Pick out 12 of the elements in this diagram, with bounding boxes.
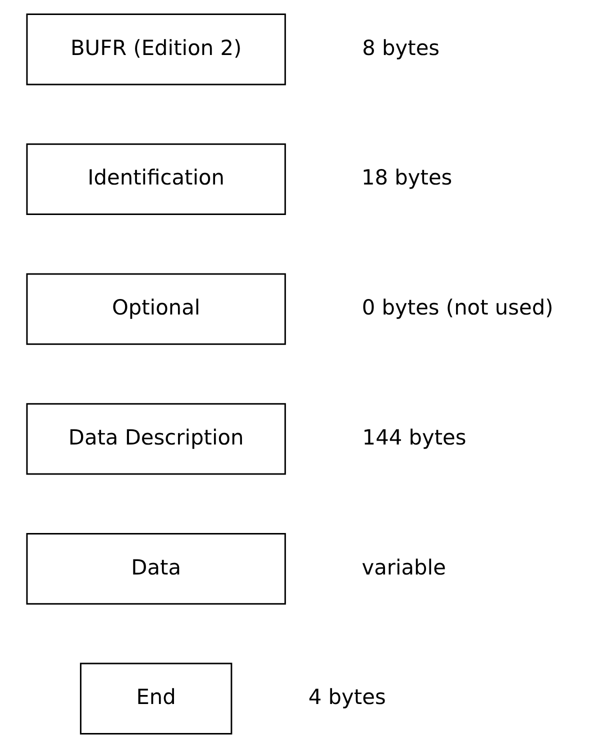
node-box: Data: [26, 532, 286, 605]
node-label: 18 bytes: [360, 166, 452, 190]
node-label: 144 bytes: [362, 425, 466, 450]
node-box: Data Description: [26, 403, 286, 475]
node-box: End: [79, 662, 232, 734]
node-label: 0 bytes (not used): [361, 296, 553, 320]
node-label: variable: [361, 555, 446, 580]
node-label: 4 bytes: [308, 685, 386, 710]
node-box: Optional: [26, 273, 286, 345]
node-label: 8 bytes: [362, 36, 440, 60]
node-box: BUFR (Edition 2): [26, 14, 286, 86]
node-box: Identification: [26, 143, 286, 216]
